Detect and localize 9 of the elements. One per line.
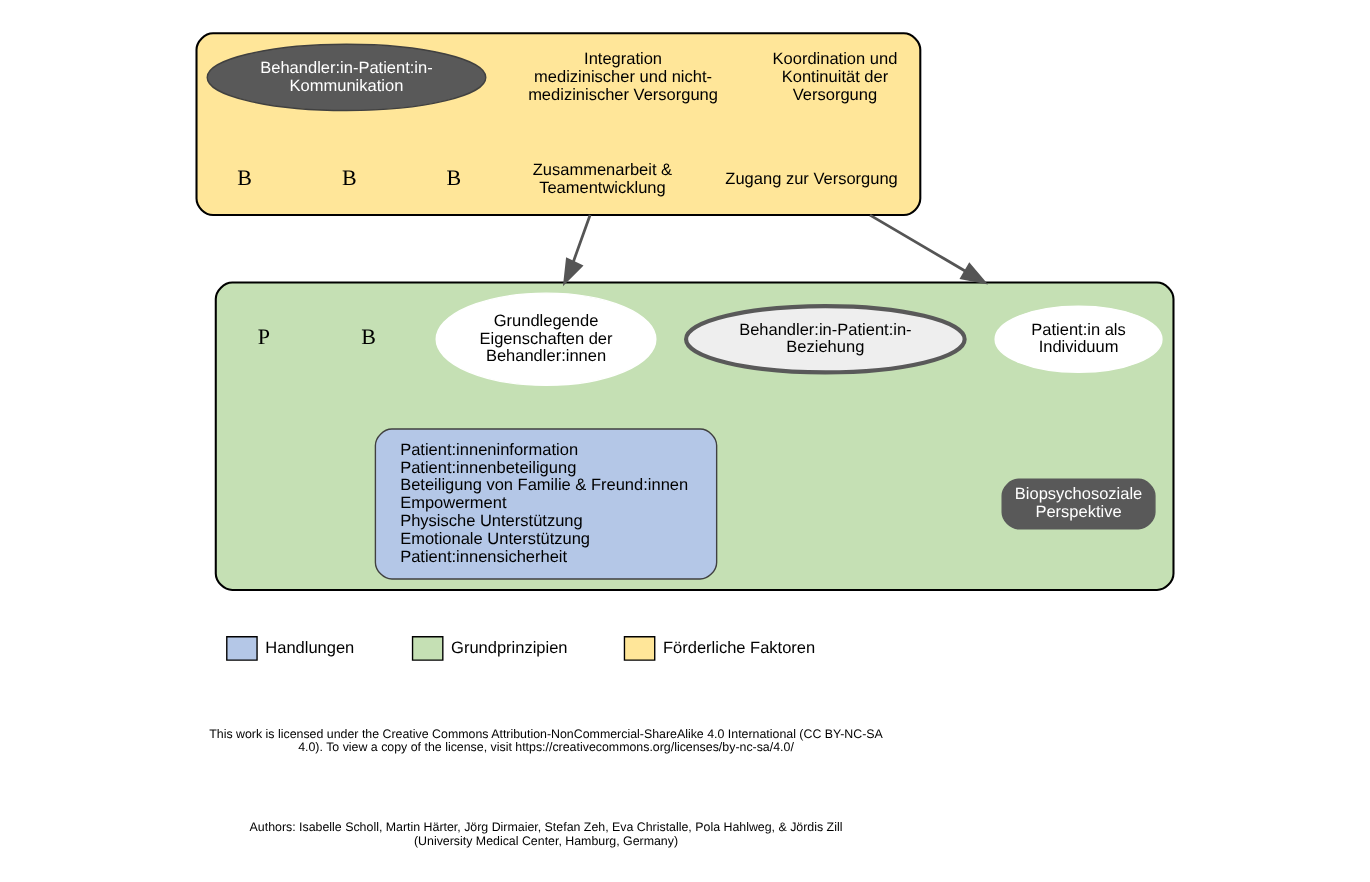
label: B (237, 166, 253, 191)
arrow (869, 213, 989, 285)
cluster (214, 281, 1175, 591)
label: B (341, 166, 357, 191)
arrow (562, 214, 592, 287)
label: P (257, 326, 271, 351)
label: B (361, 326, 376, 351)
label: B (446, 166, 462, 191)
cluster (195, 32, 922, 217)
